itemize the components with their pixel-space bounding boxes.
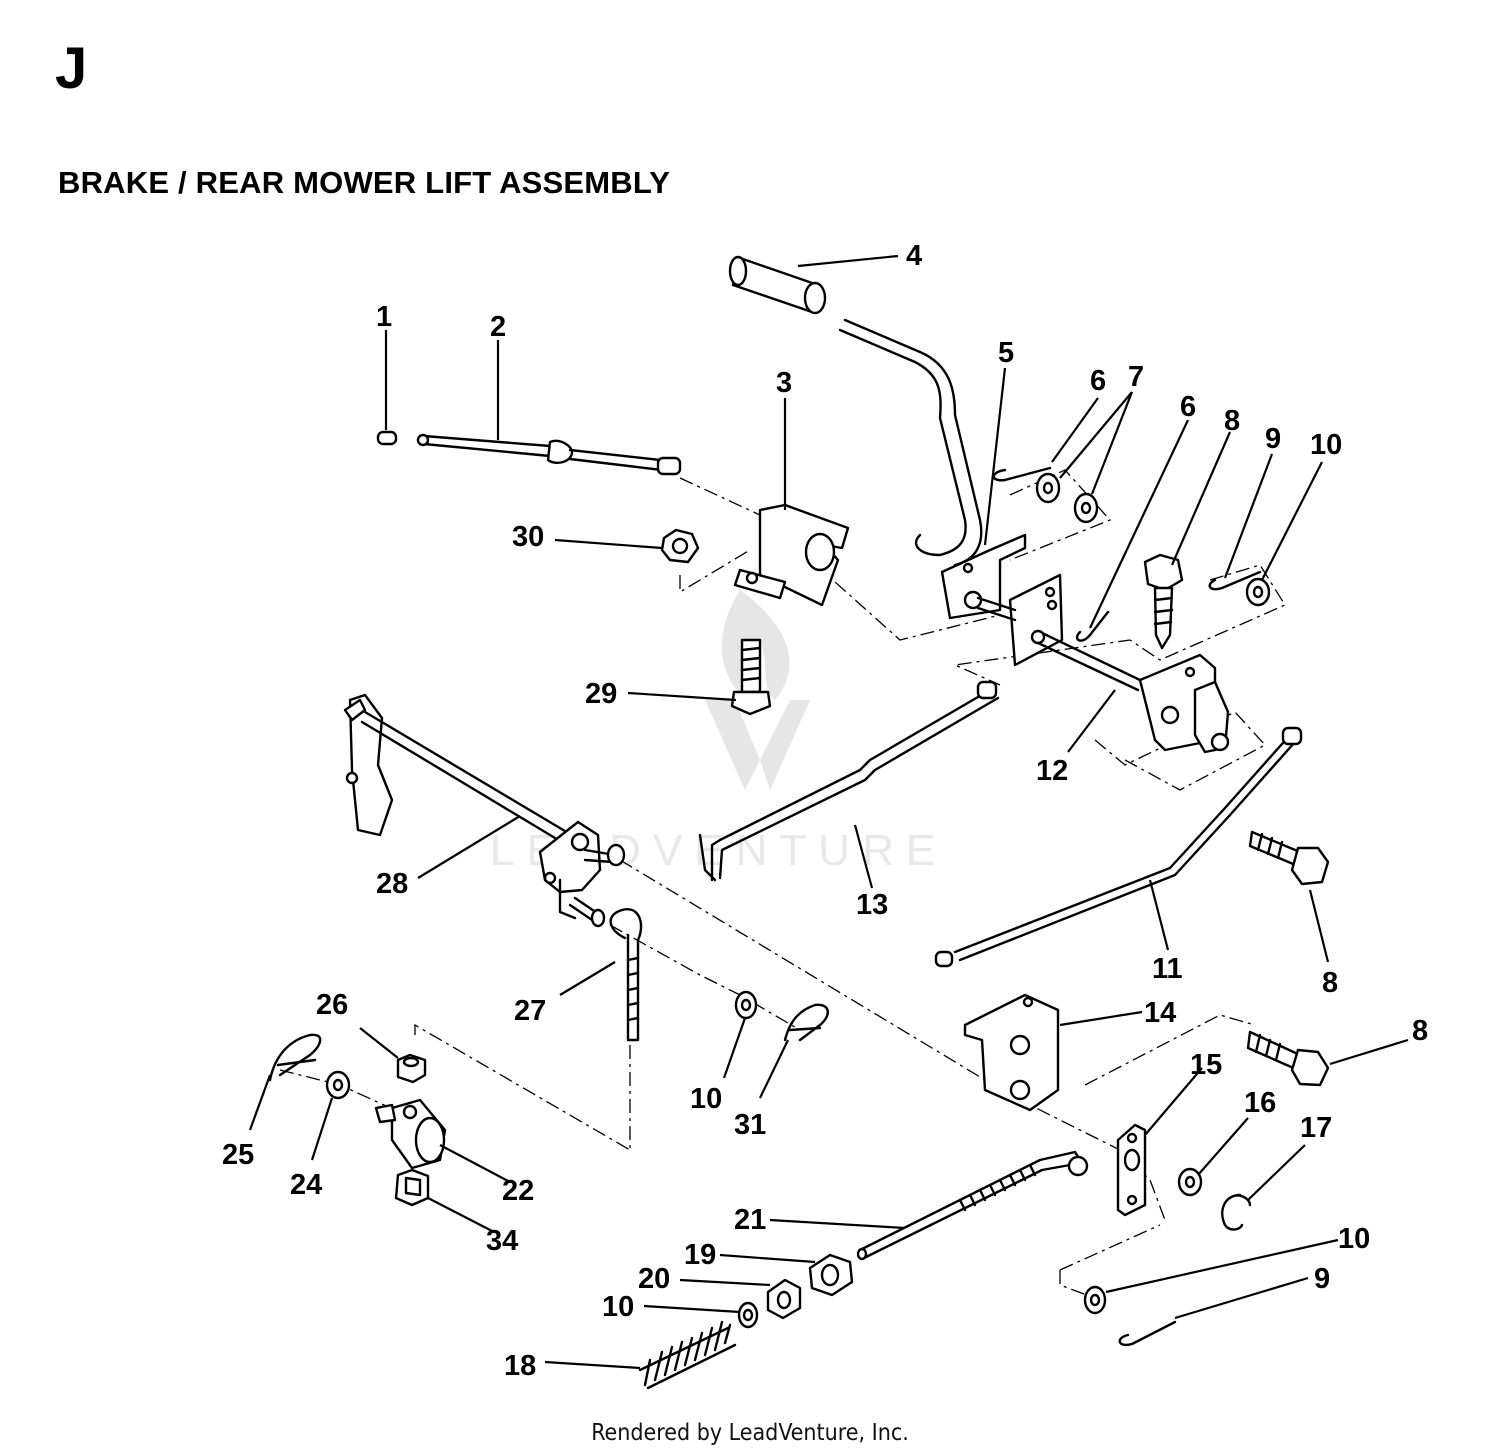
part-21-threaded-rod: [856, 1150, 1089, 1261]
callout-8c: 8: [1412, 1015, 1428, 1047]
part-29-bolt: [730, 638, 772, 716]
part-19-nut: [808, 1253, 854, 1297]
part-3-bracket: [733, 503, 850, 607]
callout-16: 16: [1244, 1087, 1276, 1119]
footer-credit: Rendered by LeadVenture, Inc.: [591, 1420, 909, 1446]
part-8-bolt-upper: [1143, 553, 1184, 650]
part-14-bracket: [963, 993, 1060, 1112]
callout-21: 21: [734, 1204, 766, 1236]
callout-6a: 6: [1090, 365, 1106, 397]
part-27-hook-bolt: [609, 908, 643, 1042]
callout-14: 14: [1144, 997, 1176, 1029]
part-9-cotter-pin-lower: [1118, 1320, 1177, 1347]
part-8-bolt-middle: [1248, 830, 1330, 886]
callout-1: 1: [376, 301, 392, 333]
leader-lines: [248, 254, 1409, 1370]
part-18-spring: [638, 1320, 737, 1390]
callout-8b: 8: [1322, 967, 1338, 999]
callout-10a: 10: [1310, 429, 1342, 461]
callout-30: 30: [512, 521, 544, 553]
callout-25: 25: [222, 1139, 254, 1171]
page-title: BRAKE / REAR MOWER LIFT ASSEMBLY: [58, 165, 671, 200]
part-4-handle: [728, 255, 983, 567]
callout-13: 13: [856, 889, 888, 921]
part-8-bolt-lower: [1246, 1030, 1330, 1087]
callout-12: 12: [1036, 755, 1068, 787]
callout-10d: 10: [1338, 1223, 1370, 1255]
part-11-rod: [934, 726, 1303, 968]
part-10-washer-lower-right: [1083, 1285, 1107, 1315]
callout-19: 19: [684, 1239, 716, 1271]
part-7-washers: [1035, 472, 1099, 524]
callout-9a: 9: [1265, 423, 1281, 455]
part-15-plate: [1116, 1123, 1147, 1217]
part-5-pivot-bracket: [940, 533, 1064, 667]
callout-6b: 6: [1180, 391, 1196, 423]
callout-17: 17: [1300, 1112, 1332, 1144]
part-1-pin: [376, 430, 398, 446]
callout-28: 28: [376, 868, 408, 900]
part-6-cotter-pin-lower: [1075, 610, 1110, 642]
callout-2: 2: [490, 311, 506, 343]
part-16-washer: [1177, 1167, 1203, 1197]
callout-8a: 8: [1224, 405, 1240, 437]
callout-31: 31: [734, 1109, 766, 1141]
callout-4: 4: [906, 240, 922, 272]
callout-27: 27: [514, 995, 546, 1027]
callout-9b: 9: [1314, 1263, 1330, 1295]
part-10-washer-upper: [1245, 577, 1271, 607]
callout-24: 24: [290, 1169, 322, 1201]
part-17-e-clip: [1221, 1193, 1252, 1231]
part-9-cotter-pin-upper: [1208, 570, 1262, 591]
callout-18: 18: [504, 1350, 536, 1382]
callout-7: 7: [1128, 361, 1144, 393]
part-20-nut: [766, 1278, 802, 1320]
callout-22: 22: [502, 1175, 534, 1207]
callout-3: 3: [776, 367, 792, 399]
callout-10c: 10: [602, 1291, 634, 1323]
callout-labels: 1 2 3 4 5 6 7 6 8 9 10 30 29 12 13 11 8 …: [222, 240, 1428, 1382]
callout-15: 15: [1190, 1049, 1222, 1081]
part-13-link-rod: [698, 680, 1000, 882]
callout-5: 5: [998, 337, 1014, 369]
part-30-nut: [660, 528, 700, 564]
section-letter: J: [55, 36, 88, 101]
callout-10b: 10: [690, 1083, 722, 1115]
part-26-nut: [396, 1053, 427, 1084]
part-2-rod: [416, 433, 682, 476]
callout-34: 34: [486, 1225, 518, 1257]
part-34-nut: [394, 1168, 430, 1207]
watermark-logo: LEADVENTURE: [490, 590, 935, 875]
part-25-hair-pin: [268, 1033, 322, 1082]
part-10-washer-lower-left: [737, 1301, 759, 1329]
callout-26: 26: [316, 989, 348, 1021]
part-6-cotter-pin-upper: [992, 466, 1052, 482]
part-12-shaft: [1030, 629, 1230, 754]
callout-11: 11: [1152, 953, 1183, 985]
part-22-trunnion: [374, 1098, 447, 1170]
part-24-washer: [325, 1070, 351, 1100]
part-31-hair-pin: [783, 1003, 829, 1042]
part-10-washer-mid: [734, 990, 758, 1020]
callout-29: 29: [585, 678, 617, 710]
part-28-rockshaft: [343, 693, 626, 928]
callout-20: 20: [638, 1263, 670, 1295]
